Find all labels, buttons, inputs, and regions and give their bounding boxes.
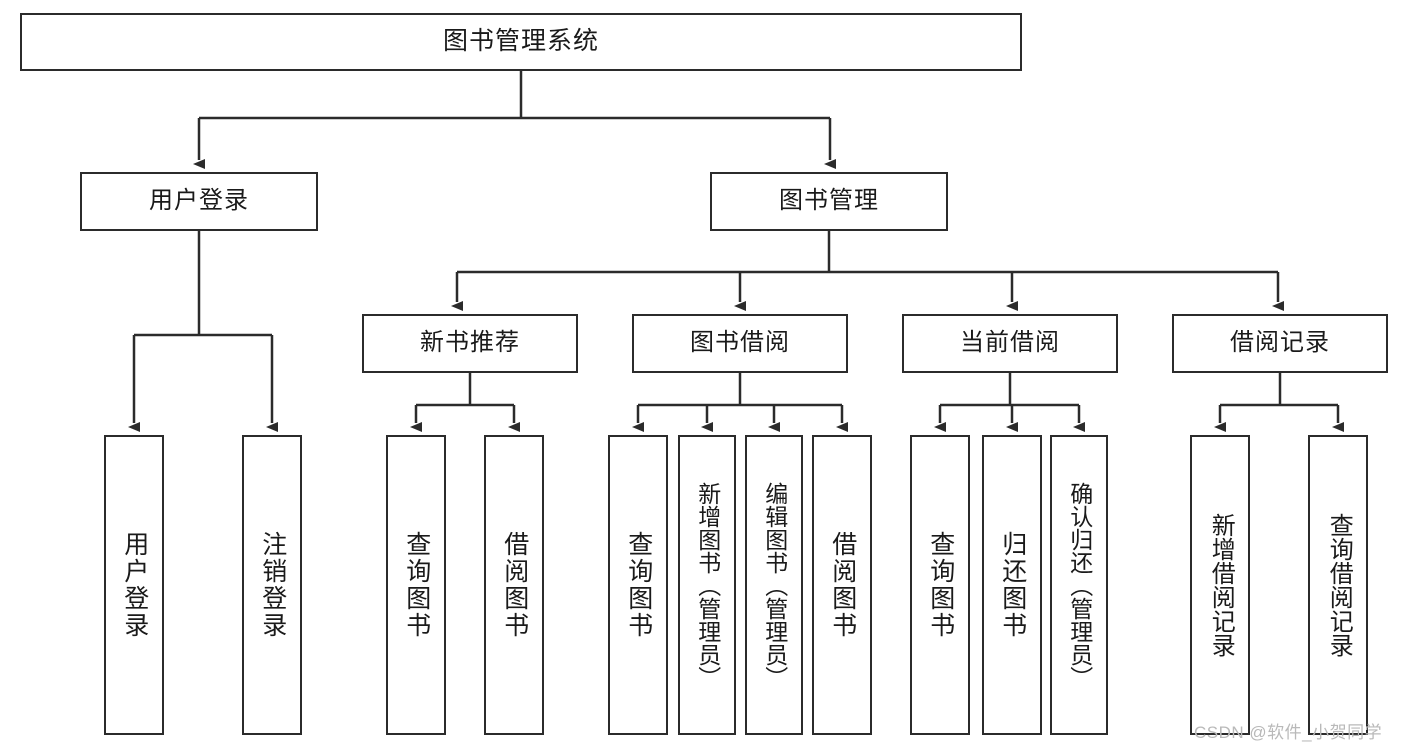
node-leaf-confirm-return[interactable]: 确认归还（管理员） (1050, 435, 1108, 735)
node-book-manage[interactable]: 图书管理 (710, 172, 948, 231)
node-label: 归还图书 (998, 531, 1027, 639)
node-leaf-return-book[interactable]: 归还图书 (982, 435, 1042, 735)
csdn-watermark: CSDN @软件_小贺同学 (1194, 723, 1383, 742)
node-label: 图书借阅 (690, 329, 790, 357)
node-leaf-edit-book[interactable]: 编辑图书（管理员） (745, 435, 803, 735)
node-leaf-logout[interactable]: 注销登录 (242, 435, 302, 735)
node-label: 用户登录 (120, 531, 149, 639)
node-user-login[interactable]: 用户登录 (80, 172, 318, 231)
node-label: 新增图书（管理员） (694, 481, 721, 689)
node-label: 查询图书 (624, 531, 653, 639)
node-leaf-borrow-book-1[interactable]: 借阅图书 (484, 435, 544, 735)
node-label: 当前借阅 (960, 329, 1060, 357)
node-leaf-query-record[interactable]: 查询借阅记录 (1308, 435, 1368, 735)
node-leaf-query-book-1[interactable]: 查询图书 (386, 435, 446, 735)
node-leaf-add-record[interactable]: 新增借阅记录 (1190, 435, 1250, 735)
node-label: 编辑图书（管理员） (761, 481, 788, 689)
node-leaf-user-login[interactable]: 用户登录 (104, 435, 164, 735)
node-book-borrow[interactable]: 图书借阅 (632, 314, 848, 373)
node-label: 借阅图书 (500, 531, 529, 639)
node-label: 查询借阅记录 (1325, 513, 1353, 657)
node-label: 图书管理系统 (442, 27, 599, 56)
node-label: 新增借阅记录 (1207, 513, 1235, 657)
node-borrow-records[interactable]: 借阅记录 (1172, 314, 1388, 373)
node-label: 用户登录 (149, 187, 249, 215)
node-leaf-add-book[interactable]: 新增图书（管理员） (678, 435, 736, 735)
node-label: 注销登录 (258, 531, 287, 639)
node-label: 借阅图书 (828, 531, 857, 639)
node-leaf-query-book-3[interactable]: 查询图书 (910, 435, 970, 735)
node-current-borrow[interactable]: 当前借阅 (902, 314, 1118, 373)
node-label: 借阅记录 (1230, 329, 1330, 357)
node-label: 确认归还（管理员） (1066, 481, 1093, 689)
node-label: 查询图书 (402, 531, 431, 639)
node-label: 图书管理 (779, 187, 879, 215)
node-root-system[interactable]: 图书管理系统 (20, 13, 1022, 71)
node-leaf-borrow-book-2[interactable]: 借阅图书 (812, 435, 872, 735)
node-label: 查询图书 (926, 531, 955, 639)
node-leaf-query-book-2[interactable]: 查询图书 (608, 435, 668, 735)
node-new-book-recommend[interactable]: 新书推荐 (362, 314, 578, 373)
node-label: 新书推荐 (420, 329, 520, 357)
